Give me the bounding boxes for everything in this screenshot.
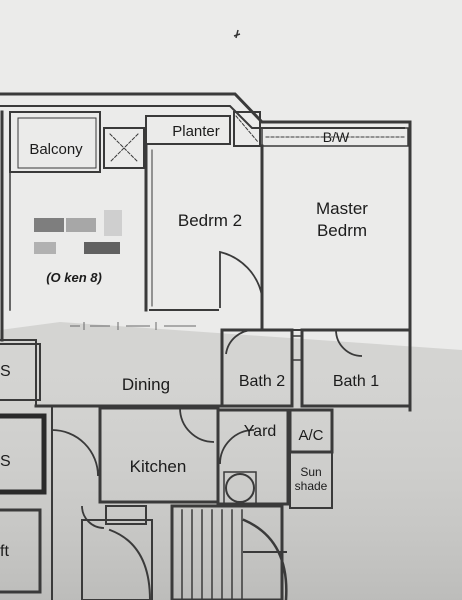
left-room-upper xyxy=(0,343,41,401)
bw-strip xyxy=(261,127,409,147)
label-bw: B/W xyxy=(323,129,350,145)
blur-block-4 xyxy=(34,242,56,254)
label-kitchen: Kitchen xyxy=(130,457,187,476)
room-labels: Balcony Planter B/W Bedrm 2 Master Bedrm… xyxy=(0,123,379,560)
service-curve xyxy=(108,528,152,600)
bath-gap-duct xyxy=(291,335,303,361)
door-kitchen xyxy=(179,407,215,443)
label-yard: Yard xyxy=(244,423,277,440)
door-bath1 xyxy=(335,329,363,357)
shadow-gradient xyxy=(0,360,462,600)
wall-top-outer xyxy=(0,92,412,412)
door-bath2 xyxy=(225,329,255,355)
planter-outline xyxy=(145,115,231,145)
door-yard xyxy=(219,429,255,465)
lift-block xyxy=(105,505,147,525)
corner-box-diag xyxy=(235,115,259,143)
blur-block-2 xyxy=(66,218,96,232)
label-master-2: Bedrm xyxy=(317,221,367,240)
balcony-outline xyxy=(9,111,101,173)
label-bath-2: Bath 2 xyxy=(239,373,285,390)
bath2-outline xyxy=(220,328,294,408)
label-cut-left-middle: S xyxy=(0,453,11,470)
door-bedroom2 xyxy=(219,250,263,308)
service-block xyxy=(81,519,153,600)
label-shade: shade xyxy=(295,479,328,493)
bath1-outline xyxy=(300,328,412,408)
left-room-middle xyxy=(0,413,47,495)
sunshade-outline xyxy=(289,451,333,509)
label-dining: Dining xyxy=(122,375,170,394)
label-cut-left-lower: ft xyxy=(0,543,9,560)
door-swings xyxy=(51,250,363,529)
label-bath-1: Bath 1 xyxy=(333,373,379,390)
label-master-1: Master xyxy=(316,199,368,218)
wall-living-left-lower xyxy=(0,339,37,407)
walls xyxy=(0,92,412,600)
faded-label xyxy=(70,322,196,330)
duct-box xyxy=(103,127,145,169)
label-sun: Sun xyxy=(300,465,321,479)
label-cut-left-upper: S xyxy=(0,363,11,380)
label-living-handwritten: (O ken 8) xyxy=(46,270,102,285)
stair-treads xyxy=(181,509,243,600)
duct-cross xyxy=(109,133,139,163)
corner-box xyxy=(233,111,261,147)
redaction xyxy=(34,210,122,254)
stair-curve xyxy=(242,518,288,600)
door-left xyxy=(51,429,99,477)
label-ac: A/C xyxy=(298,427,323,444)
left-room-lower xyxy=(0,508,42,594)
door-service xyxy=(81,505,105,529)
blur-block-1 xyxy=(34,218,64,232)
washer-outline xyxy=(223,471,257,505)
balcony-inner xyxy=(17,117,97,169)
label-balcony: Balcony xyxy=(29,141,83,158)
pen-mark xyxy=(233,29,241,39)
label-bedroom-2: Bedrm 2 xyxy=(178,211,242,230)
blur-block-5 xyxy=(84,242,120,254)
washer-icon xyxy=(225,473,255,503)
label-planter: Planter xyxy=(172,123,220,140)
blur-block-3 xyxy=(104,210,122,236)
